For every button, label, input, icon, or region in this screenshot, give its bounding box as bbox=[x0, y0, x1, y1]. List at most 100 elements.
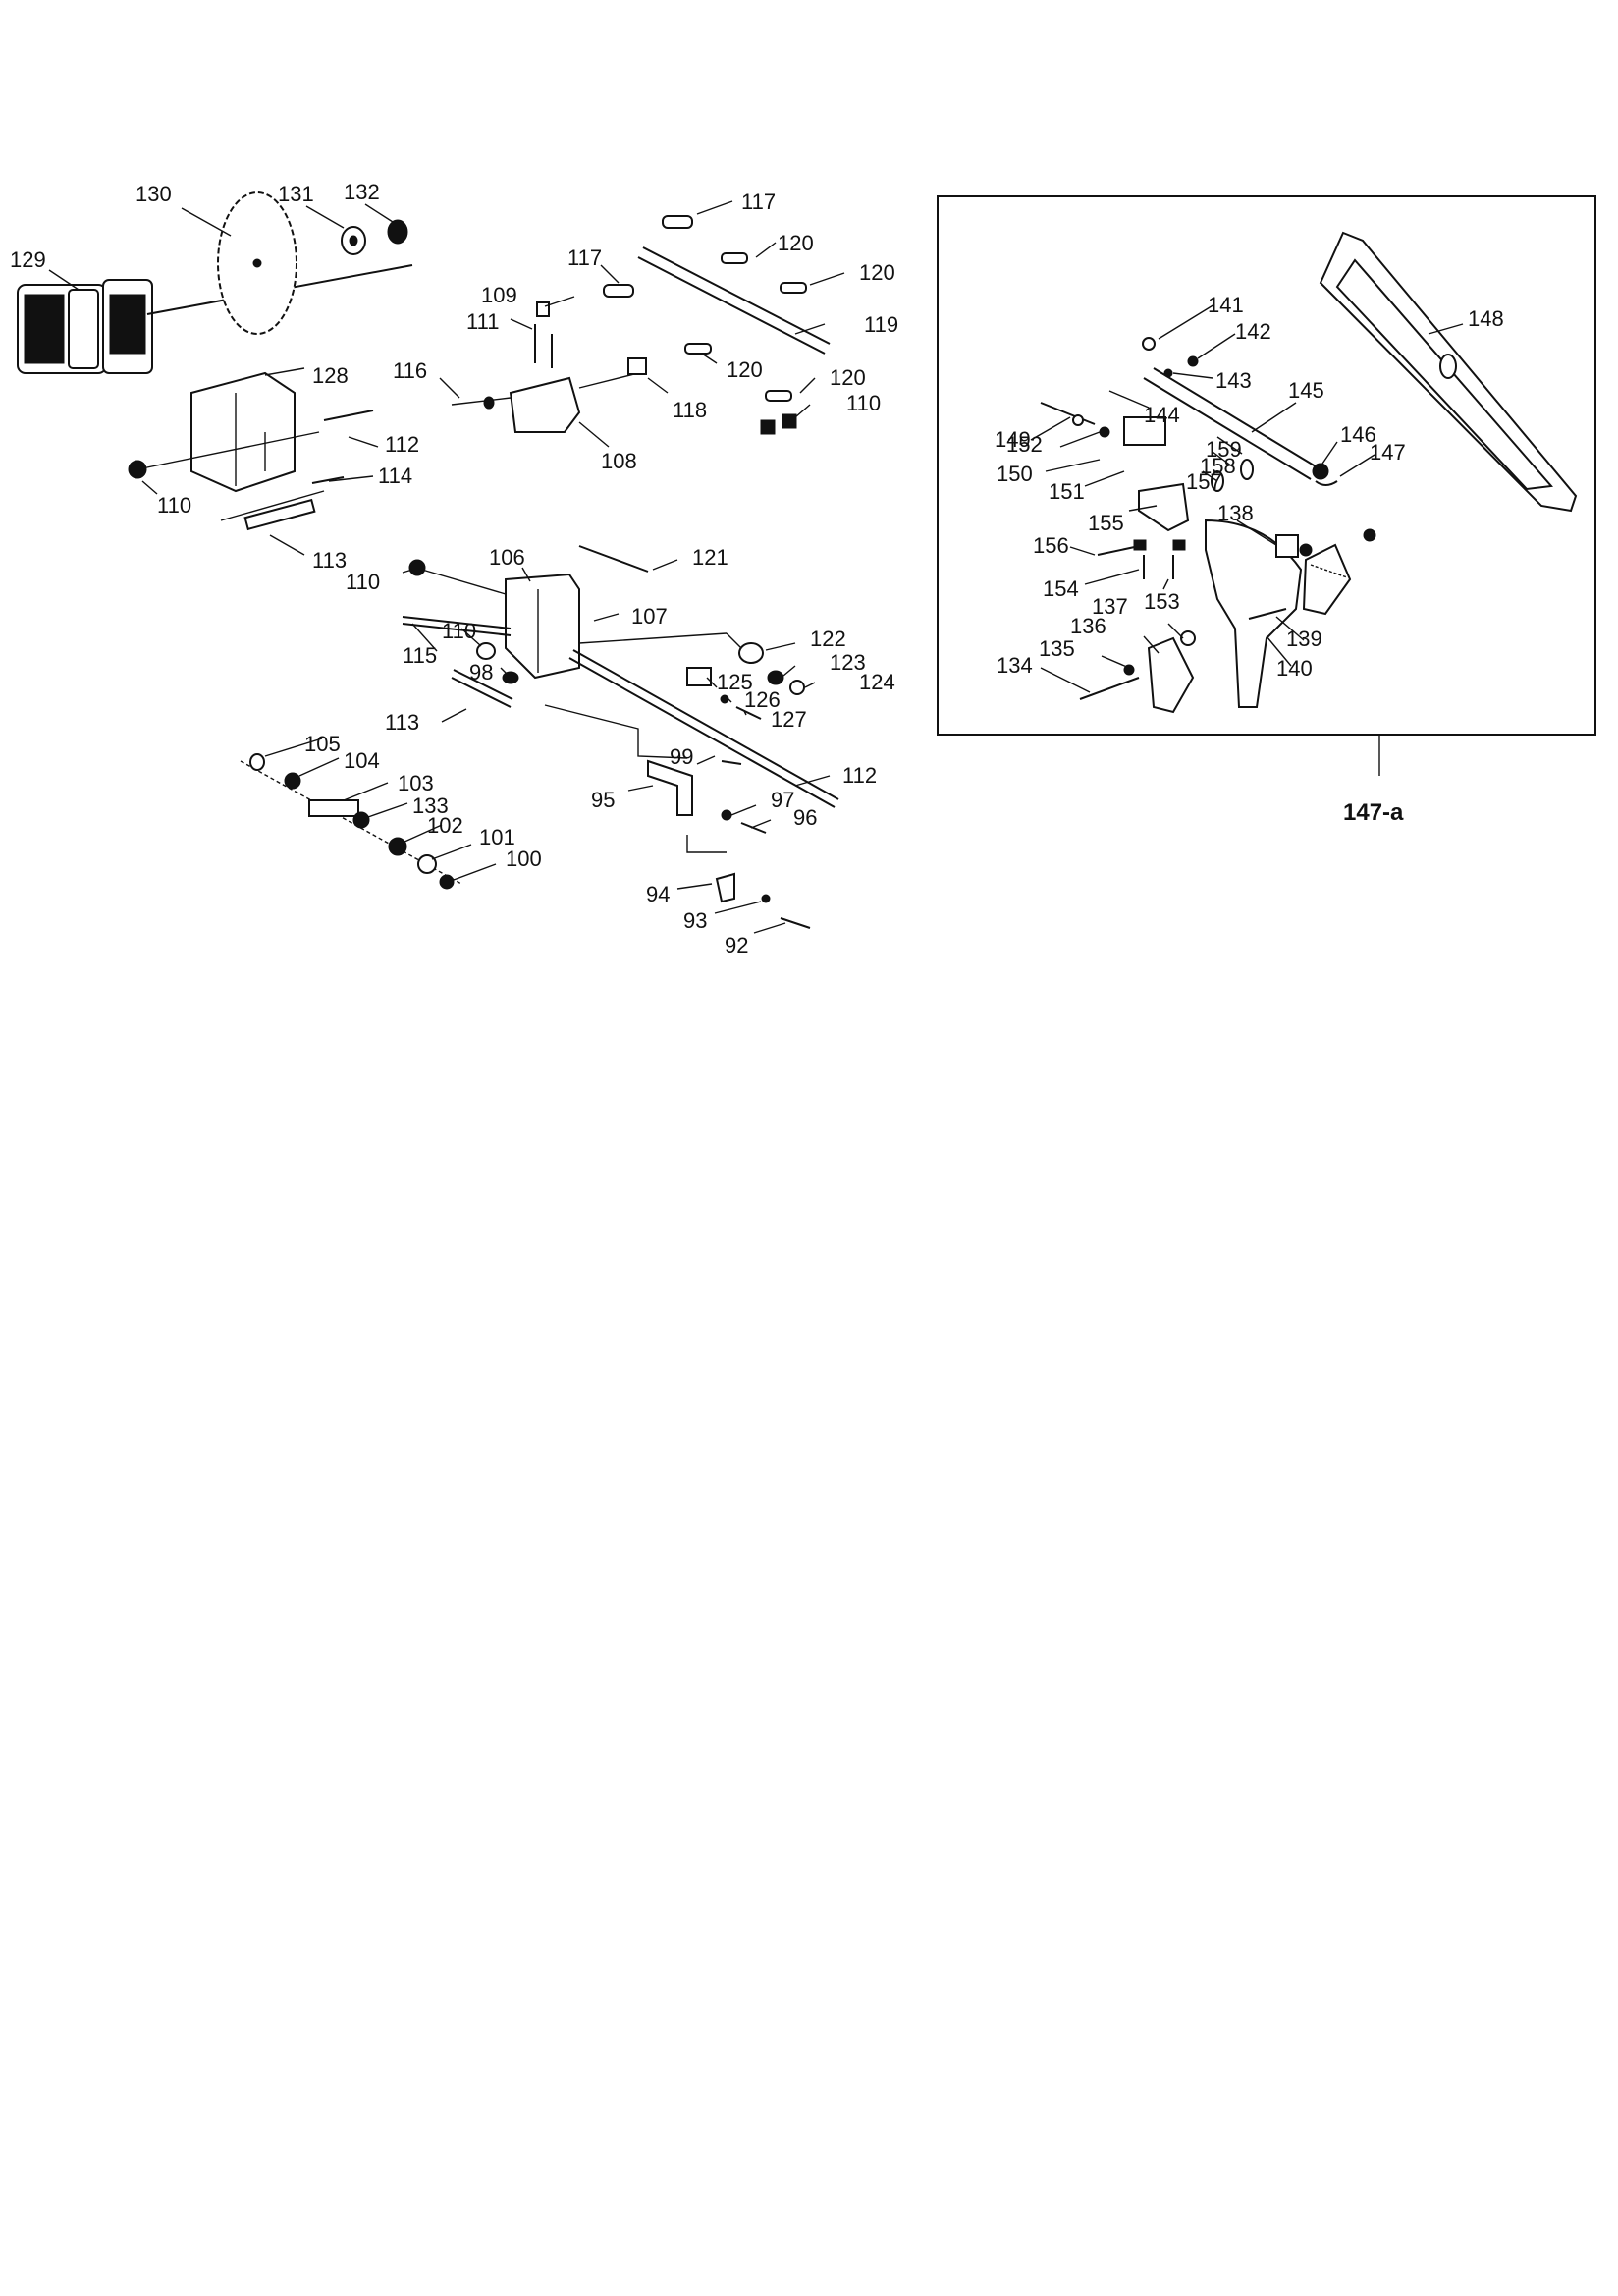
label-135: 135 bbox=[1039, 636, 1075, 661]
blade-guard-148-drawing bbox=[1319, 231, 1578, 513]
label-141: 141 bbox=[1208, 293, 1244, 317]
rod-119-drawing bbox=[637, 246, 831, 355]
label-121: 121 bbox=[692, 545, 728, 570]
label-109: 109 bbox=[481, 283, 517, 307]
label-133: 133 bbox=[412, 793, 449, 818]
label-138: 138 bbox=[1217, 501, 1254, 525]
label-95: 95 bbox=[591, 788, 615, 812]
label-142: 142 bbox=[1235, 319, 1271, 344]
label-116: 116 bbox=[393, 358, 427, 383]
label-110d: 110 bbox=[442, 619, 476, 643]
label-99: 99 bbox=[670, 744, 693, 769]
label-104: 104 bbox=[344, 748, 380, 773]
spreader-140-drawing bbox=[1079, 519, 1376, 714]
label-125: 125 bbox=[717, 670, 753, 694]
label-147: 147 bbox=[1370, 440, 1406, 465]
label-100: 100 bbox=[506, 847, 542, 871]
clamps-drawing bbox=[603, 215, 807, 435]
bolt-112-drawing bbox=[323, 410, 374, 421]
label-140: 140 bbox=[1276, 656, 1313, 681]
spreader-arm-145-drawing bbox=[1040, 337, 1338, 486]
label-143: 143 bbox=[1215, 368, 1252, 393]
label-96: 96 bbox=[793, 805, 817, 830]
label-136: 136 bbox=[1070, 614, 1106, 638]
label-93: 93 bbox=[683, 908, 707, 933]
label-120b: 120 bbox=[859, 260, 895, 285]
bolt-121-drawing bbox=[578, 545, 649, 573]
label-92: 92 bbox=[725, 933, 748, 957]
label-101: 101 bbox=[479, 825, 515, 849]
label-155: 155 bbox=[1088, 511, 1124, 535]
carriage-106-drawing bbox=[402, 559, 580, 684]
label-113a: 113 bbox=[312, 548, 347, 573]
label-108: 108 bbox=[601, 449, 637, 473]
bracket-108-drawing bbox=[451, 301, 647, 433]
rod-112-drawing bbox=[568, 632, 839, 808]
label-144: 144 bbox=[1144, 403, 1180, 427]
label-122: 122 bbox=[810, 627, 846, 651]
label-110c: 110 bbox=[346, 570, 380, 594]
label-131: 131 bbox=[278, 182, 314, 206]
label-145: 145 bbox=[1288, 378, 1324, 403]
label-148: 148 bbox=[1468, 306, 1504, 331]
label-126: 126 bbox=[744, 687, 781, 712]
label-107: 107 bbox=[631, 604, 668, 629]
label-146: 146 bbox=[1340, 422, 1376, 447]
label-130: 130 bbox=[135, 182, 172, 206]
label-112a: 112 bbox=[385, 432, 419, 457]
label-157: 157 bbox=[1186, 469, 1222, 494]
label-152: 152 bbox=[1006, 432, 1043, 457]
label-115: 115 bbox=[403, 643, 437, 668]
bracket-155-drawing bbox=[1097, 459, 1254, 579]
motor-drawing bbox=[17, 264, 413, 374]
label-128: 128 bbox=[312, 363, 349, 388]
label-119: 119 bbox=[864, 312, 898, 337]
label-124: 124 bbox=[859, 670, 895, 694]
label-114: 114 bbox=[378, 464, 412, 488]
label-150: 150 bbox=[997, 462, 1033, 486]
leader-lines bbox=[48, 200, 1464, 934]
label-120a: 120 bbox=[778, 231, 814, 255]
label-106: 106 bbox=[489, 545, 525, 570]
label-110a: 110 bbox=[157, 493, 191, 518]
linkage-drawing bbox=[544, 704, 811, 929]
pin-113-drawing bbox=[220, 490, 325, 531]
label-120d: 120 bbox=[830, 365, 866, 390]
part-labels: 130 131 132 129 128 112 114 110 113 117 … bbox=[10, 180, 1504, 957]
label-98: 98 bbox=[469, 660, 493, 684]
label-112b: 112 bbox=[842, 763, 877, 788]
parts-122-127-drawing bbox=[686, 642, 805, 720]
motor-bracket-drawing bbox=[128, 371, 320, 493]
label-151: 151 bbox=[1049, 479, 1085, 504]
label-110b: 110 bbox=[846, 391, 881, 415]
label-156: 156 bbox=[1033, 533, 1069, 558]
bolt-114-drawing bbox=[311, 476, 345, 484]
label-123: 123 bbox=[830, 650, 866, 675]
label-102: 102 bbox=[427, 813, 463, 838]
label-127: 127 bbox=[771, 707, 807, 732]
saw-blade-drawing bbox=[217, 191, 297, 335]
assembly-100-105-drawing bbox=[240, 753, 462, 890]
label-132: 132 bbox=[344, 180, 380, 204]
pin-113-lower-drawing bbox=[451, 669, 513, 708]
label-111: 111 bbox=[466, 309, 499, 334]
label-105: 105 bbox=[304, 732, 341, 756]
label-149: 149 bbox=[995, 427, 1031, 452]
inset-title: 147-a bbox=[1343, 799, 1404, 826]
label-113b: 113 bbox=[385, 710, 419, 735]
label-120c: 120 bbox=[727, 357, 763, 382]
label-139: 139 bbox=[1286, 627, 1322, 651]
label-129: 129 bbox=[10, 247, 46, 272]
label-117b: 117 bbox=[567, 246, 602, 270]
label-158: 158 bbox=[1200, 454, 1236, 478]
label-118: 118 bbox=[673, 398, 707, 422]
label-134: 134 bbox=[997, 653, 1033, 678]
blade-washer-drawing bbox=[341, 219, 408, 255]
label-117a: 117 bbox=[741, 190, 776, 214]
label-154: 154 bbox=[1043, 576, 1079, 601]
label-103: 103 bbox=[398, 771, 434, 795]
label-94: 94 bbox=[646, 882, 670, 906]
label-159: 159 bbox=[1206, 437, 1242, 462]
label-97: 97 bbox=[771, 788, 794, 812]
